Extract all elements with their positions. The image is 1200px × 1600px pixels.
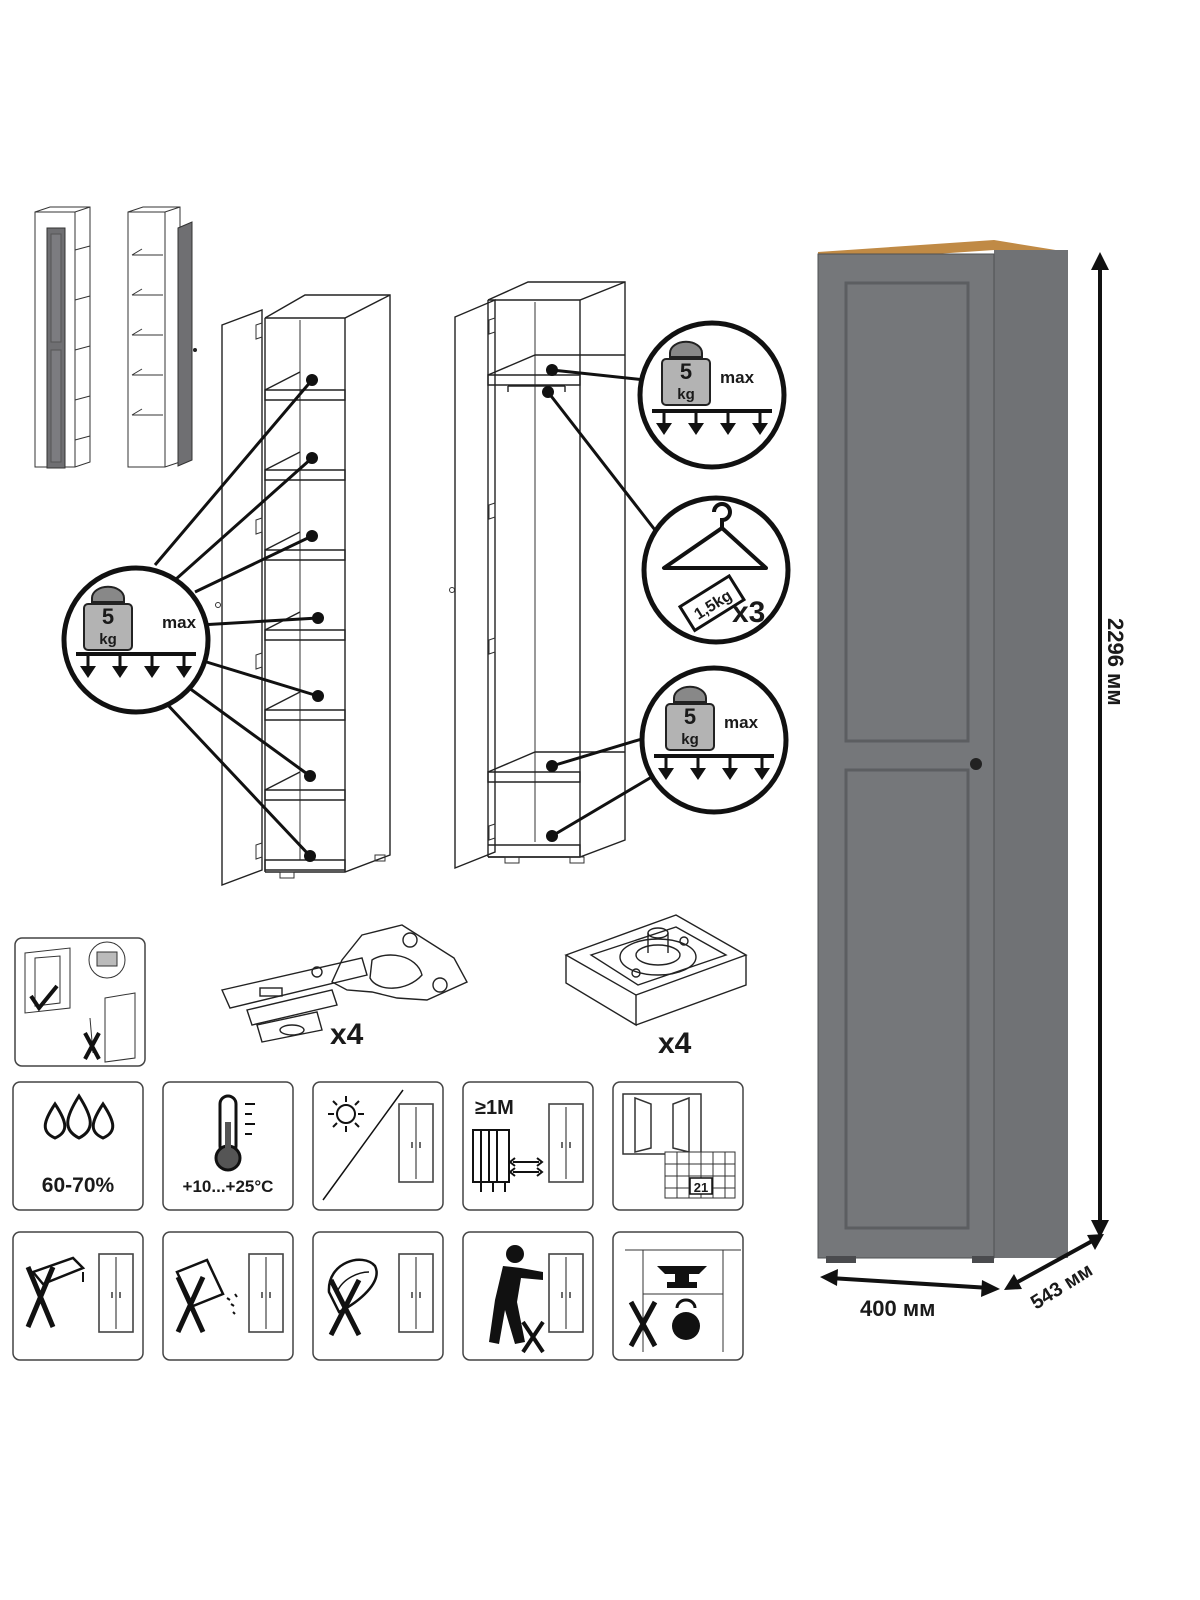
width-value: 400 мм bbox=[860, 1296, 935, 1321]
hanger-rail-badge: 1,5kg x3 bbox=[641, 495, 791, 645]
door-knob bbox=[970, 758, 982, 770]
water-drops-icon bbox=[43, 1093, 115, 1140]
kettlebell-icon bbox=[672, 1298, 700, 1340]
anvil-icon bbox=[657, 1266, 707, 1288]
no-pushing-tile bbox=[462, 1231, 594, 1361]
height-value: 2296 мм bbox=[1103, 618, 1128, 706]
badge-unit: kg bbox=[99, 631, 117, 648]
upper-shelf-load-badge: 5 kg max bbox=[637, 320, 787, 470]
person-pushing-icon bbox=[489, 1245, 543, 1344]
temperature-tile: +10...+25°C bbox=[162, 1081, 294, 1211]
shelf-leader-lines bbox=[153, 374, 324, 862]
badge-max-label: max bbox=[162, 613, 197, 632]
adjustable-leg-illustration: x4 bbox=[564, 914, 748, 1060]
badge-unit: kg bbox=[677, 386, 695, 403]
cabinet-side-panel bbox=[994, 250, 1068, 1258]
wardrobe-leader-lines bbox=[542, 364, 657, 842]
width-dimension: 400 мм bbox=[820, 1269, 1000, 1321]
preview-cabinet-door-closed bbox=[34, 206, 91, 469]
cabinet-render bbox=[817, 240, 1068, 1263]
lower-shelf-load-badge: 5 kg max bbox=[639, 665, 789, 815]
door-adjustment-tile bbox=[14, 937, 146, 1067]
door-lower-panel bbox=[844, 768, 970, 1230]
humidity-range: 60-70% bbox=[42, 1174, 115, 1197]
radiator-icon bbox=[472, 1129, 510, 1192]
no-overload-tile bbox=[612, 1231, 744, 1361]
avoid-sunlight-tile bbox=[312, 1081, 444, 1211]
hinge-count: x4 bbox=[330, 1018, 364, 1051]
preview-cabinet-door-open bbox=[127, 206, 197, 468]
hanger-count: x3 bbox=[732, 596, 765, 629]
no-chemicals-tile bbox=[162, 1231, 294, 1361]
humidity-tile: 60-70% bbox=[12, 1081, 144, 1211]
heater-distance-tile: ≥1M bbox=[462, 1081, 594, 1211]
shelf-load-badge: 5 kg max bbox=[61, 565, 211, 715]
badge-weight: 5 bbox=[102, 604, 114, 629]
leg-count: x4 bbox=[658, 1027, 692, 1060]
badge-max-label: max bbox=[724, 713, 759, 732]
badge-weight: 5 bbox=[684, 704, 696, 729]
heater-distance: ≥1M bbox=[475, 1097, 514, 1119]
wardrobe-cabinet-drawing bbox=[449, 281, 626, 870]
sun-icon bbox=[328, 1096, 364, 1132]
temperature-range: +10...+25°C bbox=[183, 1177, 274, 1196]
badge-unit: kg bbox=[681, 731, 699, 748]
height-dimension: 2296 мм bbox=[1091, 252, 1128, 1238]
cabinet-leg bbox=[972, 1256, 994, 1263]
open-window-icon bbox=[622, 1093, 702, 1155]
badge-max-label: max bbox=[720, 368, 755, 387]
thermometer-icon bbox=[214, 1094, 255, 1172]
depth-value: 543 мм bbox=[1027, 1259, 1097, 1314]
door-upper-panel bbox=[844, 281, 970, 743]
hinge-illustration: x4 bbox=[221, 924, 468, 1051]
no-abrasive-tile bbox=[312, 1231, 444, 1361]
cabinet-leg bbox=[826, 1256, 856, 1263]
shelf-cabinet-drawing bbox=[215, 294, 391, 887]
badge-weight: 5 bbox=[680, 359, 692, 384]
ventilation-tile: 21 bbox=[612, 1081, 744, 1211]
clothes-hanger-icon bbox=[662, 502, 768, 570]
no-liquids-tile bbox=[12, 1231, 144, 1361]
calendar-day: 21 bbox=[694, 1180, 708, 1195]
